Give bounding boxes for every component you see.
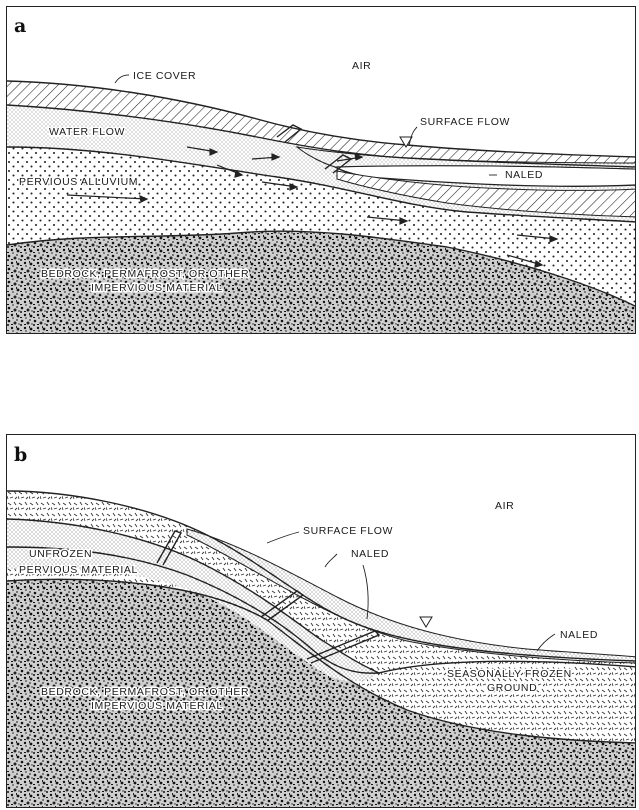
panel-b-diagram: b AIR SURFACE FLOW NALED NALED UNFROZEN (7, 435, 636, 808)
label-naled: NALED (505, 169, 543, 181)
label-unfrozen-line2: PERVIOUS MATERIAL (19, 564, 138, 576)
label-bedrock-line2: IMPERVIOUS MATERIAL (91, 700, 223, 712)
label-seasonal-line1: SEASONALLY FROZEN (447, 668, 572, 680)
panel-a-diagram: a (7, 7, 636, 334)
panel-b: b AIR SURFACE FLOW NALED NALED UNFROZEN (6, 434, 636, 808)
label-water-flow: WATER FLOW (49, 126, 125, 138)
label-bedrock-line2: IMPERVIOUS MATERIAL (91, 282, 223, 294)
label-pervious-alluvium: PERVIOUS ALLUVIUM (19, 176, 138, 188)
label-naled-right: NALED (560, 629, 598, 641)
label-surface-flow: SURFACE FLOW (303, 525, 393, 537)
label-air: AIR (352, 60, 371, 72)
label-bedrock-line1: BEDROCK, PERMAFROST, OR OTHER (41, 686, 249, 698)
panel-b-letter: b (14, 444, 27, 466)
panel-a-letter: a (14, 15, 26, 37)
label-seasonal-line2: GROUND (487, 682, 537, 694)
panel-a: a (6, 6, 636, 334)
label-bedrock-line1: BEDROCK, PERMAFROST, OR OTHER (41, 268, 249, 280)
label-air: AIR (495, 500, 514, 512)
label-unfrozen-line1: UNFROZEN (29, 548, 92, 560)
water-table-triangle-icon (420, 617, 432, 627)
label-surface-flow: SURFACE FLOW (420, 116, 510, 128)
label-naled-upper: NALED (351, 548, 389, 560)
label-ice-cover: ICE COVER (133, 70, 196, 82)
